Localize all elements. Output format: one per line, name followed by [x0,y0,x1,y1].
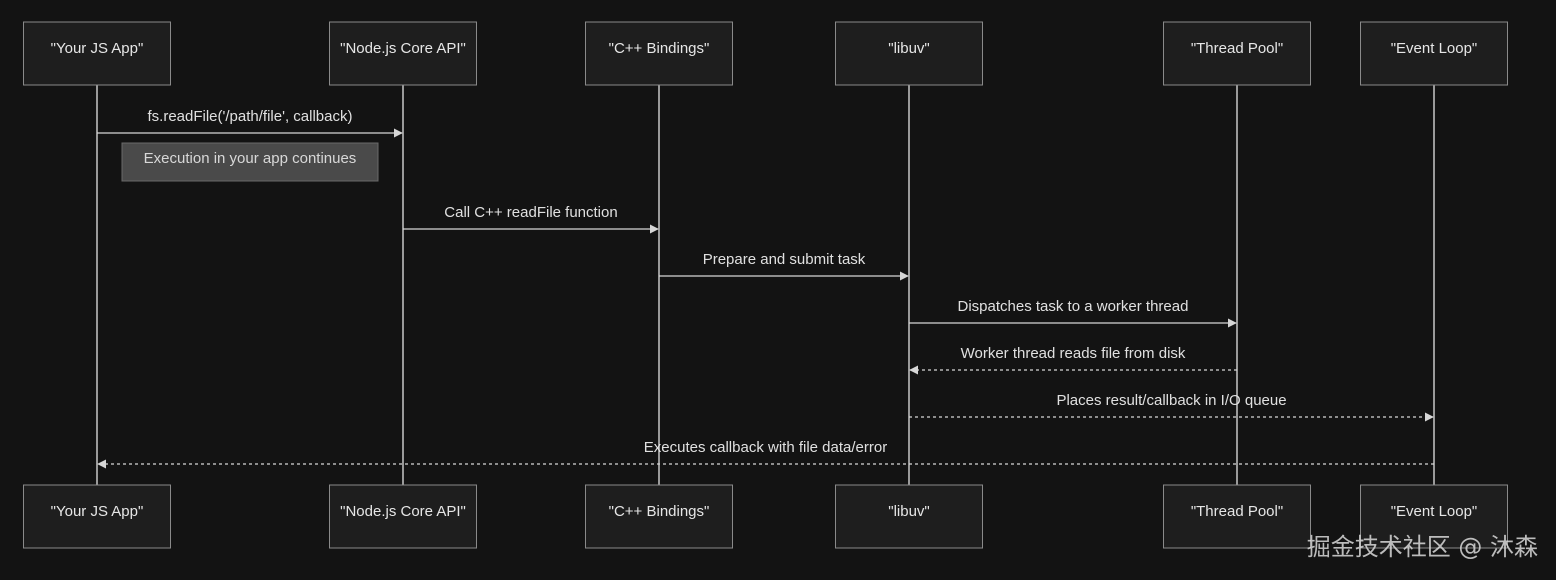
participant-cpp-bottom: "C++ Bindings" [585,484,733,549]
participant-box [1163,21,1311,86]
participant-app-bottom: "Your JS App" [23,484,171,549]
participant-label: "Thread Pool" [1191,40,1283,57]
note: Execution in your app continues [121,142,379,182]
message-7: Executes callback with file data/error [97,439,1434,469]
lifelines [96,85,1435,485]
participant-box [1163,484,1311,549]
participant-label: "Event Loop" [1391,503,1478,520]
message-label: Call C++ readFile function [444,204,617,221]
participant-core-top: "Node.js Core API" [329,21,477,86]
message-6: Places result/callback in I/O queue [909,392,1434,422]
message-1: fs.readFile('/path/file', callback) [97,108,403,138]
participant-label: "Your JS App" [51,40,144,57]
participant-app-top: "Your JS App" [23,21,171,86]
participant-boxes: "Your JS App" "Your JS App" "Node.js Core … [23,21,1508,549]
message-label: Places result/callback in I/O queue [1056,392,1286,409]
participant-box [329,21,477,86]
participant-cpp-top: "C++ Bindings" [585,21,733,86]
participant-box [1360,484,1508,549]
messages: fs.readFile('/path/file', callback) Call … [97,108,1434,469]
message-label: Worker thread reads file from disk [961,345,1186,362]
participant-box [23,484,171,549]
participant-label: "C++ Bindings" [609,40,710,57]
participant-box [585,21,733,86]
message-label: Dispatches task to a worker thread [958,298,1189,315]
participant-label: "libuv" [888,503,930,520]
participant-pool-top: "Thread Pool" [1163,21,1311,86]
watermark: 掘金技术社区 @ 沐森 [1306,533,1538,561]
message-2: Call C++ readFile function [403,204,659,234]
message-4: Dispatches task to a worker thread [909,298,1237,328]
message-label: fs.readFile('/path/file', callback) [148,108,353,125]
participant-box [835,484,983,549]
participant-label: "Your JS App" [51,503,144,520]
note-box [121,142,379,182]
participant-label: "Node.js Core API" [340,503,466,520]
participant-loop-top: "Event Loop" [1360,21,1508,86]
participant-core-bottom: "Node.js Core API" [329,484,477,549]
participant-loop-bottom: "Event Loop" [1360,484,1508,549]
message-3: Prepare and submit task [659,251,909,281]
participant-box [585,484,733,549]
participant-label: "C++ Bindings" [609,503,710,520]
participant-label: "Event Loop" [1391,40,1478,57]
participant-box [835,21,983,86]
participant-label: "Thread Pool" [1191,503,1283,520]
participant-box [1360,21,1508,86]
participant-libuv-bottom: "libuv" [835,484,983,549]
participant-libuv-top: "libuv" [835,21,983,86]
participant-label: "libuv" [888,40,930,57]
participant-pool-bottom: "Thread Pool" [1163,484,1311,549]
note-text: Execution in your app continues [144,150,357,167]
message-label: Executes callback with file data/error [644,439,887,456]
message-5: Worker thread reads file from disk [909,345,1237,375]
message-label: Prepare and submit task [703,251,866,268]
participant-box [23,21,171,86]
participant-label: "Node.js Core API" [340,40,466,57]
participant-box [329,484,477,549]
